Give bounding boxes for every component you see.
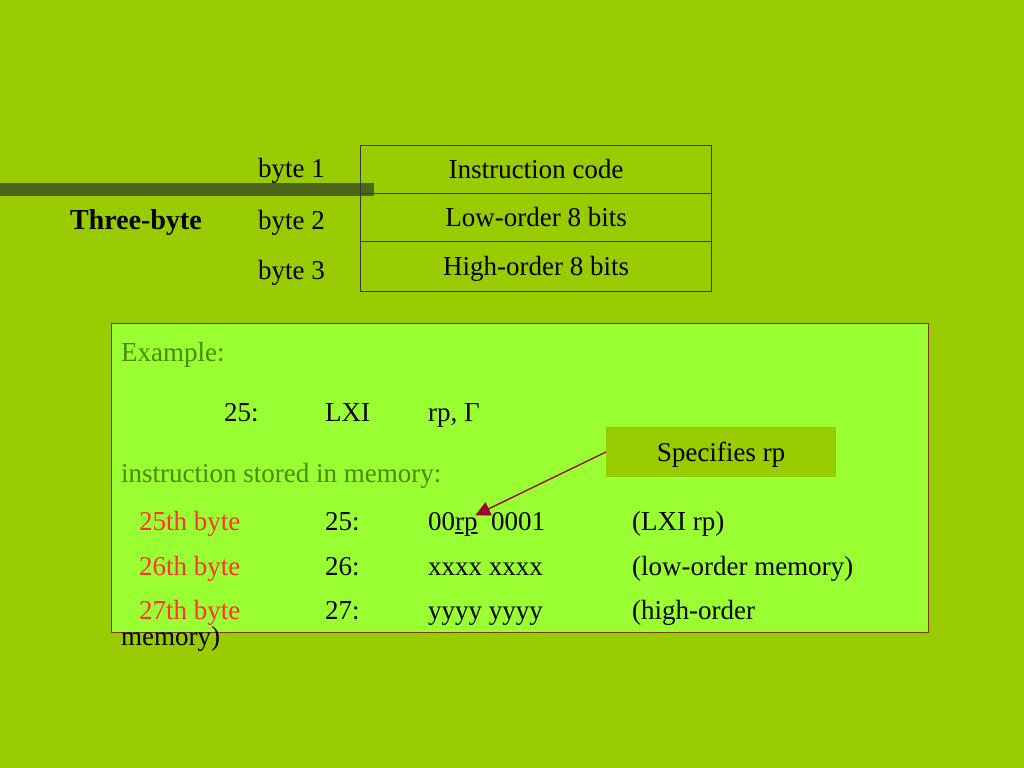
wrapped-memory-text: memory): [121, 621, 220, 651]
byte-3-label: byte 3: [258, 255, 325, 285]
row-27-byte: 27th byte: [139, 595, 241, 625]
example-operands: rp, Γ: [428, 397, 480, 427]
row-25-code-rp: rp: [455, 506, 478, 536]
row-25-addr: 25:: [325, 506, 360, 536]
row-27-code: yyyy yyyy: [428, 595, 543, 625]
row-25-code-prefix: 00: [428, 506, 455, 536]
instruction-format-table: Instruction code Low-order 8 bits High-o…: [360, 145, 712, 292]
example-heading: Example:: [121, 337, 225, 367]
byte-2-label: byte 2: [258, 205, 325, 235]
row-26-addr: 26:: [325, 551, 360, 581]
row-27-addr: 27:: [325, 595, 360, 625]
low-order-cell: Low-order 8 bits: [361, 194, 711, 242]
byte-1-label: byte 1: [258, 153, 325, 183]
stored-heading: instruction stored in memory:: [121, 458, 442, 488]
decorative-bar: [0, 183, 374, 196]
row-26-byte: 26th byte: [139, 551, 241, 581]
row-25-code: 00rp 0001: [428, 506, 545, 537]
instruction-code-cell: Instruction code: [361, 146, 711, 194]
row-26-desc: (low-order memory): [632, 551, 854, 581]
high-order-cell: High-order 8 bits: [443, 251, 629, 281]
example-mnemonic: LXI: [325, 397, 370, 427]
example-box: [111, 323, 929, 633]
row-25-desc: (LXI rp): [632, 506, 725, 536]
example-address: 25:: [224, 397, 259, 427]
three-byte-label: Three-byte: [70, 205, 202, 236]
row-25-code-suffix: 0001: [491, 506, 545, 536]
row-27-desc: (high-order: [632, 595, 755, 625]
row-26-code: xxxx xxxx: [428, 551, 543, 581]
specifies-rp-callout: Specifies rp: [606, 427, 836, 477]
row-25-byte: 25th byte: [139, 506, 241, 536]
